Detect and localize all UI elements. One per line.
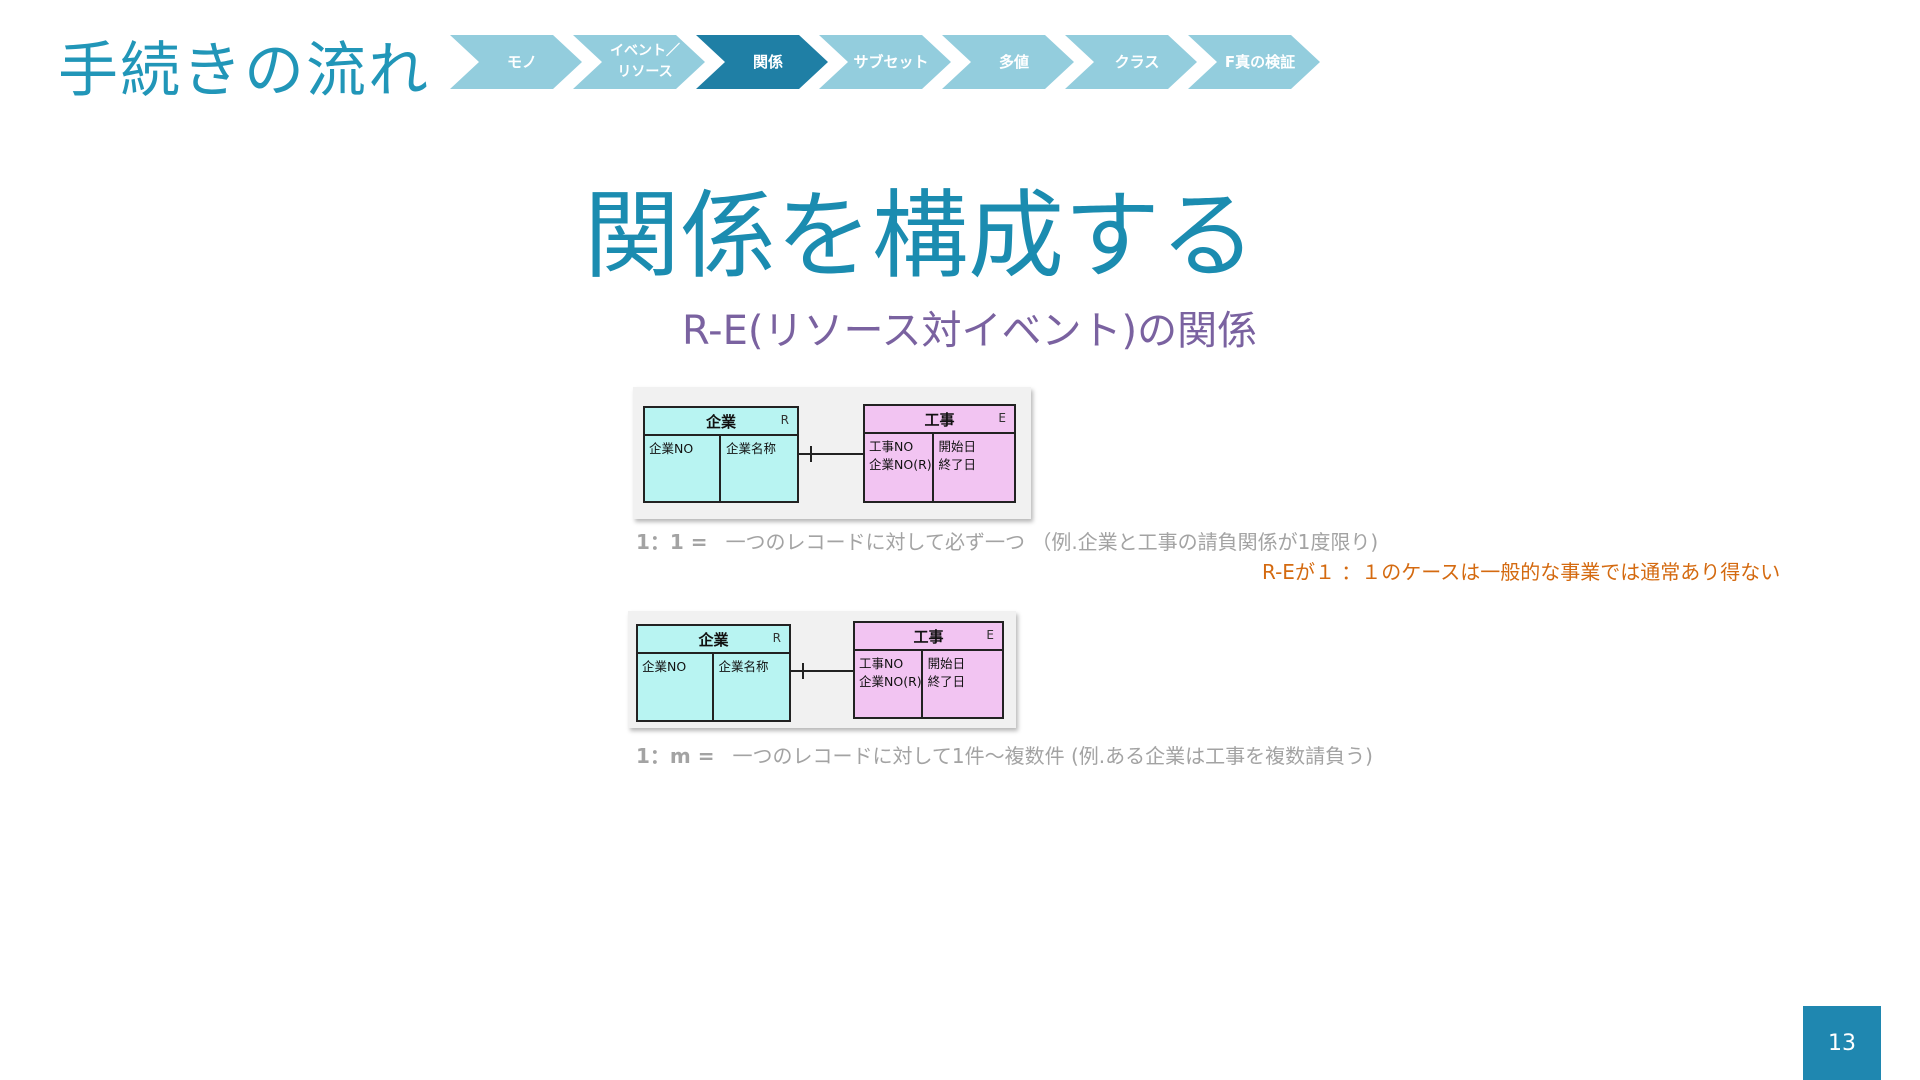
entity-name: 企業 [698,631,729,649]
entity-header: 工事 E [865,406,1014,434]
er-diagram-one-to-one: 企業 R 企業NO 企業名称 工事 E 工事NO 企業NO(R) 開 [633,387,1031,519]
entity-attribute: 企業名称 [718,659,769,674]
step-event-resource[interactable]: イベント／ リソース [573,35,705,89]
cardinality-description: 一つのレコードに対して必ず一つ （例.企業と工事の請負関係が1度限り) [725,530,1379,554]
entity-key: 工事NO [859,656,904,671]
entity-type-badge: E [998,411,1006,425]
page-number: 13 [1803,1006,1881,1080]
process-flow: モノ イベント／ リソース 関係 サブセット 多値 クラス F真の検証 [450,35,1330,89]
entity-type-badge: R [772,631,781,645]
entity-type-badge: R [780,413,789,427]
cardinality-description: 一つのレコードに対して1件～複数件 (例.ある企業は工事を複数請負う) [732,744,1373,768]
entity-name: 工事 [913,628,944,646]
entity-header: 企業 R [638,626,789,654]
entity-attribute: 開始日 [927,656,966,671]
entity-attribute: 企業名称 [726,441,777,456]
entity-header: 工事 E [855,623,1002,651]
entity-key: 工事NO [869,439,914,454]
resource-entity: 企業 R 企業NO 企業名称 [643,406,799,503]
entity-attribute: 終了日 [938,457,977,472]
entity-key-column: 工事NO 企業NO(R) [855,651,923,717]
entity-header: 企業 R [645,408,797,436]
subtitle: R-E(リソース対イベント)の関係 [682,308,1258,354]
cardinality-label: 1：m = [636,744,715,768]
event-entity: 工事 E 工事NO 企業NO(R) 開始日 終了日 [853,621,1004,719]
entity-attribute-column: 開始日 終了日 [934,434,1014,501]
note: R-Eが１ ：１のケースは一般的な事業では通常あり得ない [1262,560,1781,584]
main-title: 関係を構成する [584,180,1256,292]
er-diagram-one-to-many: 企業 R 企業NO 企業名称 工事 E 工事NO 企業NO(R) [628,611,1016,728]
step-relation[interactable]: 関係 [696,35,828,89]
caption-one-to-one: 1：1 = 一つのレコードに対して必ず一つ （例.企業と工事の請負関係が1度限り) [636,526,1378,555]
entity-key-column: 工事NO 企業NO(R) [865,434,934,501]
step-subset[interactable]: サブセット [819,35,951,89]
caption-one-to-many: 1：m = 一つのレコードに対して1件～複数件 (例.ある企業は工事を複数請負う) [636,740,1373,769]
entity-attribute-column: 開始日 終了日 [923,651,1002,717]
resource-entity: 企業 R 企業NO 企業名称 [636,624,791,722]
cardinality-label: 1：1 = [636,530,708,554]
event-entity: 工事 E 工事NO 企業NO(R) 開始日 終了日 [863,404,1016,503]
entity-type-badge: E [986,628,994,642]
entity-key-column: 企業NO [645,436,721,501]
step-f-verification[interactable]: F真の検証 [1188,35,1320,89]
entity-attribute: 終了日 [927,674,966,689]
step-multivalue[interactable]: 多値 [942,35,1074,89]
entity-name: 企業 [705,413,736,431]
entity-attribute-column: 企業名称 [714,654,790,720]
step-class[interactable]: クラス [1065,35,1197,89]
entity-key: 企業NO [649,441,694,456]
entity-key: 企業NO(R) [859,674,922,689]
entity-name: 工事 [924,411,955,429]
entity-key: 企業NO(R) [869,457,932,472]
header-title: 手続きの流れ [58,36,430,106]
entity-key: 企業NO [642,659,687,674]
entity-attribute-column: 企業名称 [721,436,797,501]
entity-attribute: 開始日 [938,439,977,454]
entity-key-column: 企業NO [638,654,714,720]
step-mono[interactable]: モノ [450,35,582,89]
